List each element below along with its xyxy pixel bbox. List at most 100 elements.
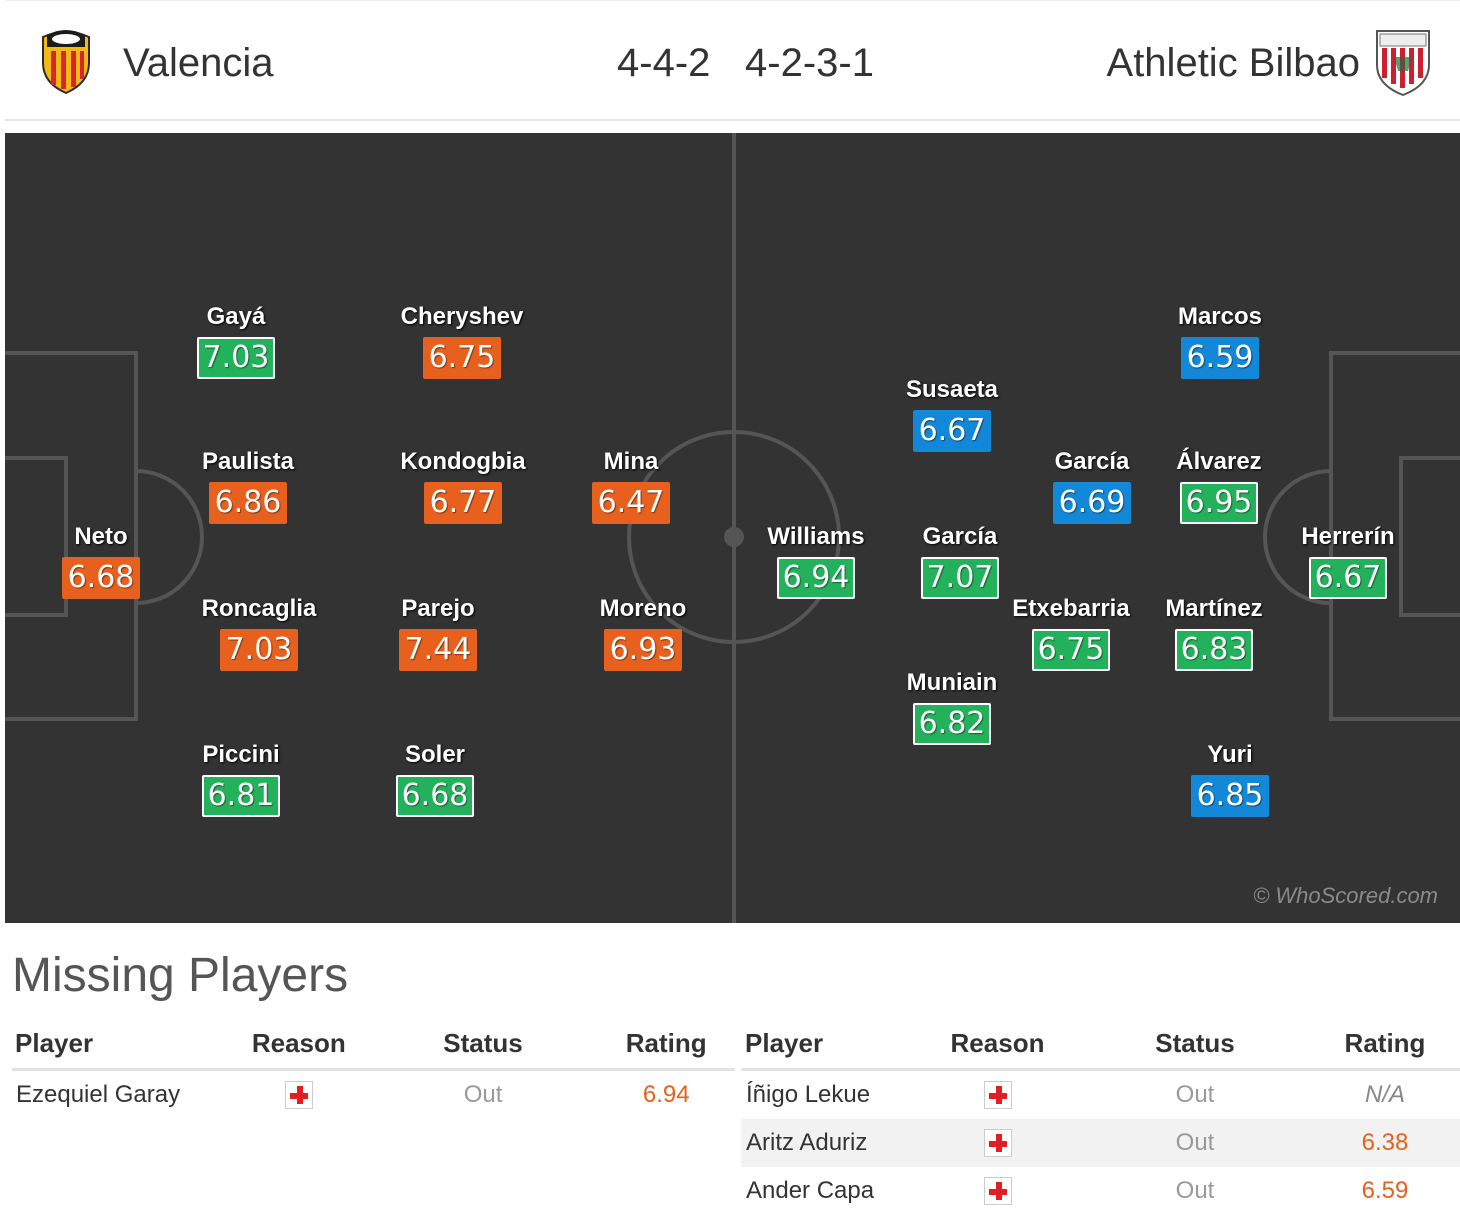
home-formation: 4-4-2 <box>617 41 711 85</box>
player-name: Roncaglia <box>201 595 317 622</box>
player-name: Herrerín <box>1301 523 1395 550</box>
column-header-status[interactable]: Status <box>368 1018 598 1071</box>
player-name: García <box>922 523 998 550</box>
column-header-player[interactable]: Player <box>741 1018 915 1071</box>
player-marker[interactable]: Martínez 6.83 <box>1114 595 1314 671</box>
player-name: Williams <box>767 523 865 550</box>
player-marker[interactable]: Soler 6.68 <box>335 741 535 817</box>
player-rating: 7.03 <box>196 337 276 379</box>
injury-icon <box>983 1081 1012 1110</box>
player-marker[interactable]: Muniain 6.82 <box>852 669 1052 745</box>
player-marker[interactable]: Piccini 6.81 <box>141 741 341 817</box>
player-rating: 6.94 <box>776 557 856 599</box>
player-rating: 6.75 <box>422 337 502 379</box>
player-name: Susaeta <box>905 376 999 403</box>
player-marker[interactable]: Gayá 7.03 <box>136 303 336 379</box>
missing-player-name[interactable]: Aritz Aduriz <box>741 1119 915 1167</box>
player-name: Parejo <box>401 595 475 622</box>
missing-player-reason <box>915 1119 1080 1167</box>
missing-players-title: Missing Players <box>12 949 349 1002</box>
player-marker[interactable]: Álvarez 6.95 <box>1119 448 1319 524</box>
missing-player-rating: 6.38 <box>1310 1119 1460 1167</box>
athletic-bilbao-crest-icon <box>1376 30 1430 97</box>
player-marker[interactable]: García 7.07 <box>860 523 1060 599</box>
player-name: Soler <box>404 741 466 768</box>
player-rating: 6.81 <box>201 775 281 817</box>
player-rating: 6.93 <box>603 629 683 671</box>
player-marker[interactable]: Neto 6.68 <box>5 523 201 599</box>
player-rating: 7.03 <box>219 629 299 671</box>
missing-player-status: Out <box>463 1081 503 1108</box>
away-team-name[interactable]: Athletic Bilbao <box>1106 41 1360 85</box>
column-header-rating[interactable]: Rating <box>1310 1018 1460 1071</box>
player-marker[interactable]: Roncaglia 7.03 <box>159 595 359 671</box>
missing-player-name[interactable]: Ezequiel Garay <box>16 1081 181 1108</box>
player-marker[interactable]: Moreno 6.93 <box>543 595 743 671</box>
missing-player-status: Out <box>1080 1119 1310 1167</box>
player-name: Marcos <box>1177 303 1263 330</box>
player-rating: 6.82 <box>912 703 992 745</box>
player-name: Mina <box>603 448 659 475</box>
player-rating: 6.86 <box>208 482 288 524</box>
missing-player-reason <box>915 1167 1080 1215</box>
player-rating: 6.95 <box>1179 482 1259 524</box>
missing-player-status: Out <box>1175 1177 1215 1204</box>
player-name: Muniain <box>906 669 998 696</box>
player-rating: 6.75 <box>1031 629 1111 671</box>
table-header-row: Player Reason Status Rating <box>741 1018 1460 1071</box>
away-missing-table: Player Reason Status Rating Íñigo Lekue … <box>741 1018 1460 1215</box>
player-rating: 6.69 <box>1052 482 1132 524</box>
match-header: Valencia 4-4-2 4-2-3-1 Athletic Bilbao <box>5 0 1460 121</box>
pitch-markings <box>5 133 1460 923</box>
whoscored-watermark: © WhoScored.com <box>1253 883 1438 908</box>
home-missing-table: Player Reason Status Rating Ezequiel Gar… <box>12 1018 735 1119</box>
player-marker[interactable]: Etxebarria 6.75 <box>971 595 1171 671</box>
player-rating: 6.68 <box>61 557 141 599</box>
player-name: Cheryshev <box>400 303 524 330</box>
player-name: Etxebarria <box>1012 595 1130 622</box>
player-rating: 6.77 <box>423 482 503 524</box>
column-header-status[interactable]: Status <box>1080 1018 1310 1071</box>
player-name: Martínez <box>1165 595 1263 622</box>
column-header-rating[interactable]: Rating <box>597 1018 735 1071</box>
missing-player-rating: 6.94 <box>642 1081 690 1108</box>
player-marker[interactable]: Marcos 6.59 <box>1120 303 1320 379</box>
player-marker[interactable]: Kondogbia 6.77 <box>363 448 563 524</box>
player-rating: 6.85 <box>1190 775 1270 817</box>
player-marker[interactable]: Williams 6.94 <box>716 523 916 599</box>
player-marker[interactable]: Mina 6.47 <box>531 448 731 524</box>
player-marker[interactable]: Susaeta 6.67 <box>852 376 1052 452</box>
player-name: García <box>1054 448 1130 475</box>
player-rating: 6.59 <box>1180 337 1260 379</box>
column-header-reason[interactable]: Reason <box>229 1018 369 1071</box>
player-rating: 6.68 <box>395 775 475 817</box>
player-name: Kondogbia <box>400 448 526 475</box>
table-header-row: Player Reason Status Rating <box>12 1018 735 1071</box>
player-rating: 7.07 <box>920 557 1000 599</box>
table-row: Aritz Aduriz Out 6.38 <box>741 1119 1460 1167</box>
player-rating: 6.83 <box>1174 629 1254 671</box>
table-row: Ezequiel Garay Out 6.94 <box>12 1070 735 1120</box>
player-marker[interactable]: Paulista 6.86 <box>148 448 348 524</box>
column-header-reason[interactable]: Reason <box>915 1018 1080 1071</box>
player-marker[interactable]: Cheryshev 6.75 <box>362 303 562 379</box>
table-row: Ander Capa Out 6.59 <box>741 1167 1460 1215</box>
missing-player-name[interactable]: Íñigo Lekue <box>746 1081 871 1108</box>
missing-player-rating: 6.59 <box>1361 1177 1409 1204</box>
player-rating: 7.44 <box>398 629 478 671</box>
player-marker[interactable]: García 6.69 <box>992 448 1192 524</box>
column-header-player[interactable]: Player <box>12 1018 230 1071</box>
player-marker[interactable]: Yuri 6.85 <box>1130 741 1330 817</box>
missing-player-name[interactable]: Ander Capa <box>746 1177 875 1204</box>
injury-icon <box>983 1177 1012 1206</box>
missing-player-reason <box>915 1070 1080 1120</box>
player-marker[interactable]: Herrerín 6.67 <box>1248 523 1448 599</box>
missing-player-reason <box>229 1070 369 1120</box>
player-name: Yuri <box>1207 741 1253 768</box>
missing-player-rating: N/A <box>1364 1081 1405 1108</box>
player-name: Piccini <box>202 741 280 768</box>
player-name: Neto <box>74 523 128 550</box>
player-marker[interactable]: Parejo 7.44 <box>338 595 538 671</box>
player-name: Paulista <box>201 448 295 475</box>
home-team-name[interactable]: Valencia <box>123 41 274 85</box>
